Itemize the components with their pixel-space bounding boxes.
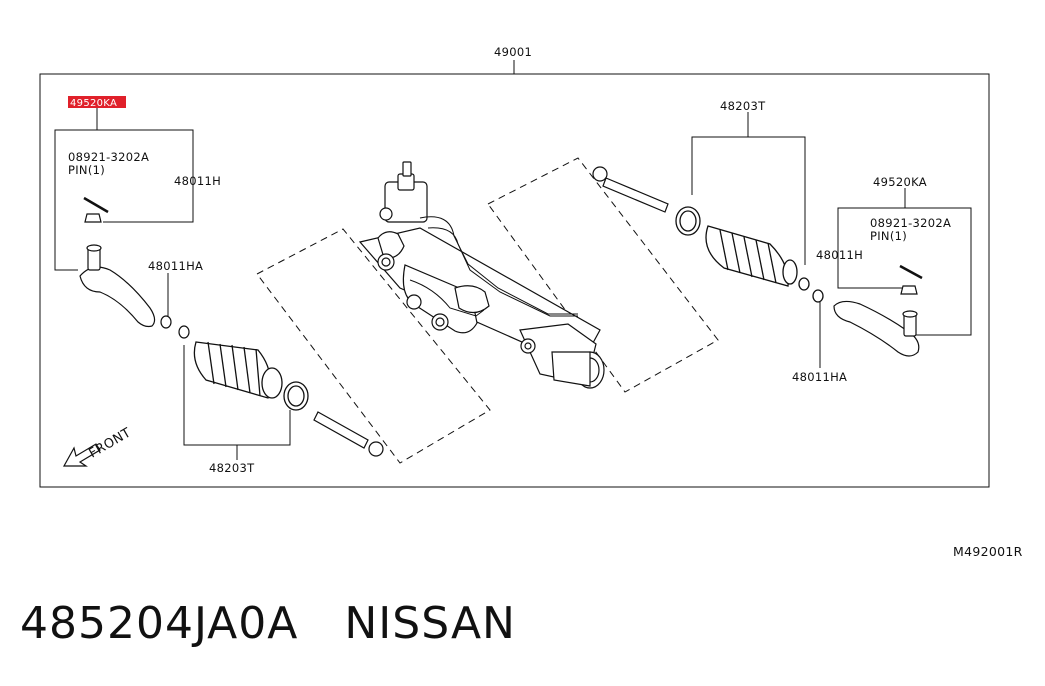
part-number: 485204JA0A bbox=[20, 598, 299, 649]
right-inner-tie-rod bbox=[592, 166, 669, 213]
right-tie-rod-end-label: 48011H bbox=[816, 248, 863, 262]
right-pin-label: PIN(1) bbox=[870, 229, 907, 243]
left-bracket bbox=[54, 129, 194, 271]
highlighted-part-label[interactable]: 49520KA bbox=[70, 98, 117, 109]
left-inner-tie-rod bbox=[313, 411, 384, 457]
left-pin-label: PIN(1) bbox=[68, 163, 105, 177]
right-tie-rod-end bbox=[833, 264, 923, 357]
left-bolt-label: 08921-3202A bbox=[68, 150, 149, 164]
front-arrow-icon bbox=[62, 443, 101, 467]
brand-name: NISSAN bbox=[344, 598, 516, 649]
diagram-code: M492001R bbox=[953, 544, 1023, 559]
right-dashed-region bbox=[487, 157, 719, 393]
front-label: FRONT bbox=[87, 426, 134, 462]
left-tie-rod-end bbox=[79, 196, 190, 339]
right-boot bbox=[675, 206, 824, 303]
right-nut-label: 48011HA bbox=[792, 370, 847, 384]
right-part-label: 49520KA bbox=[873, 175, 927, 189]
part-caption: 485204JA0A NISSAN bbox=[20, 598, 516, 649]
steering-rack bbox=[358, 161, 605, 389]
left-nut-label: 48011HA bbox=[148, 259, 203, 273]
right-bolt-label: 08921-3202A bbox=[870, 216, 951, 230]
left-boot bbox=[193, 341, 309, 411]
left-boot-label: 48203T bbox=[209, 461, 255, 475]
right-boot-label: 48203T bbox=[720, 99, 766, 113]
assembly-frame bbox=[39, 73, 990, 488]
left-tie-rod-end-label: 48011H bbox=[174, 174, 221, 188]
assembly-label: 49001 bbox=[494, 45, 532, 59]
highlight-box bbox=[68, 96, 126, 108]
right-bracket bbox=[837, 207, 972, 336]
left-dashed-region bbox=[256, 228, 491, 464]
